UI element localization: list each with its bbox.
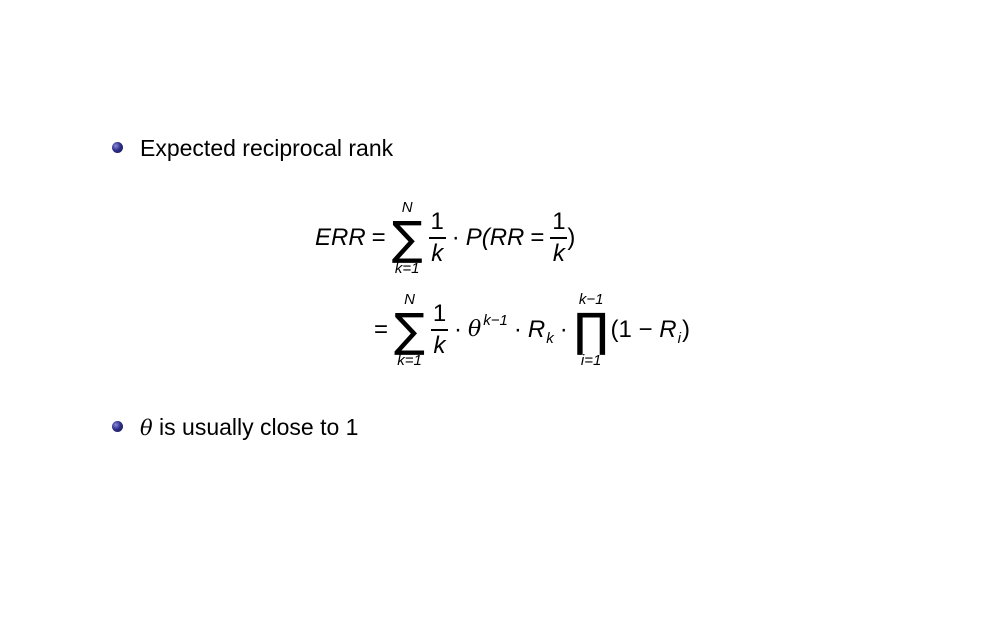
paren-open: (1 − — [610, 316, 660, 343]
frac2-num: 1 — [552, 208, 566, 236]
fraction-bar-2 — [550, 237, 568, 239]
theta-exponent: k−1 — [483, 311, 508, 329]
dot: · — [513, 316, 522, 343]
frac-num: 1 — [430, 208, 444, 236]
eq-equals: = — [371, 224, 386, 251]
frac2-den: k — [552, 239, 565, 267]
fraction-3: 1 k — [431, 300, 449, 359]
dot: · — [451, 224, 460, 251]
sum2-lower: k=1 — [397, 352, 422, 369]
sum2-upper: N — [404, 291, 415, 308]
prod-upper: k−1 — [578, 291, 604, 308]
equation-line-1: ERR = N ∑ k=1 1 k · P( RR = 1 k ) — [315, 196, 575, 280]
dot: · — [454, 316, 463, 343]
sum-symbol-2: ∑ — [394, 303, 426, 357]
sum-upper: N — [401, 199, 413, 216]
prod-lower: i=1 — [580, 352, 602, 369]
paren-close: ) — [681, 316, 690, 343]
rr: RR — [489, 224, 525, 251]
prod-symbol: ∏ — [573, 303, 609, 357]
fraction-bar — [428, 237, 446, 239]
r-k: R — [527, 316, 546, 343]
sum-block: N ∑ k=1 — [392, 200, 423, 276]
eq-equals-line2: = — [374, 316, 389, 343]
sum-lower: k=1 — [394, 260, 420, 277]
close-paren: ) — [567, 224, 576, 251]
fraction: 1 k — [428, 208, 446, 267]
fraction-bar-3 — [431, 329, 449, 331]
sum-block-2: N ∑ k=1 — [394, 292, 425, 368]
eq-equals-2: = — [530, 224, 545, 251]
frac3-den: k — [433, 331, 446, 359]
prod-block: k−1 ∏ i=1 — [574, 292, 609, 368]
bullet-icon — [112, 142, 123, 153]
bullet-text: Expected reciprocal rank — [140, 135, 394, 161]
bullet-2: θ is usually close to 1 — [140, 416, 358, 439]
r-k-sub: k — [546, 329, 554, 347]
frac3-num: 1 — [432, 300, 447, 328]
sum-symbol: ∑ — [391, 211, 423, 265]
dot: · — [559, 316, 568, 343]
fraction-2: 1 k — [550, 208, 568, 267]
bullet-icon — [112, 421, 123, 432]
r-i-sub: i — [677, 329, 681, 347]
theta: θ — [468, 317, 482, 342]
theta-symbol: θ — [140, 416, 153, 440]
prob: P( — [465, 224, 490, 251]
frac-den: k — [431, 239, 444, 267]
eq-lhs: ERR — [315, 224, 366, 251]
r-i: R — [659, 316, 677, 343]
bullet-text: is usually close to 1 — [152, 414, 359, 440]
equation-line-2: = N ∑ k=1 1 k · θ k−1 · R k · k−1 ∏ i=1 … — [374, 288, 690, 372]
